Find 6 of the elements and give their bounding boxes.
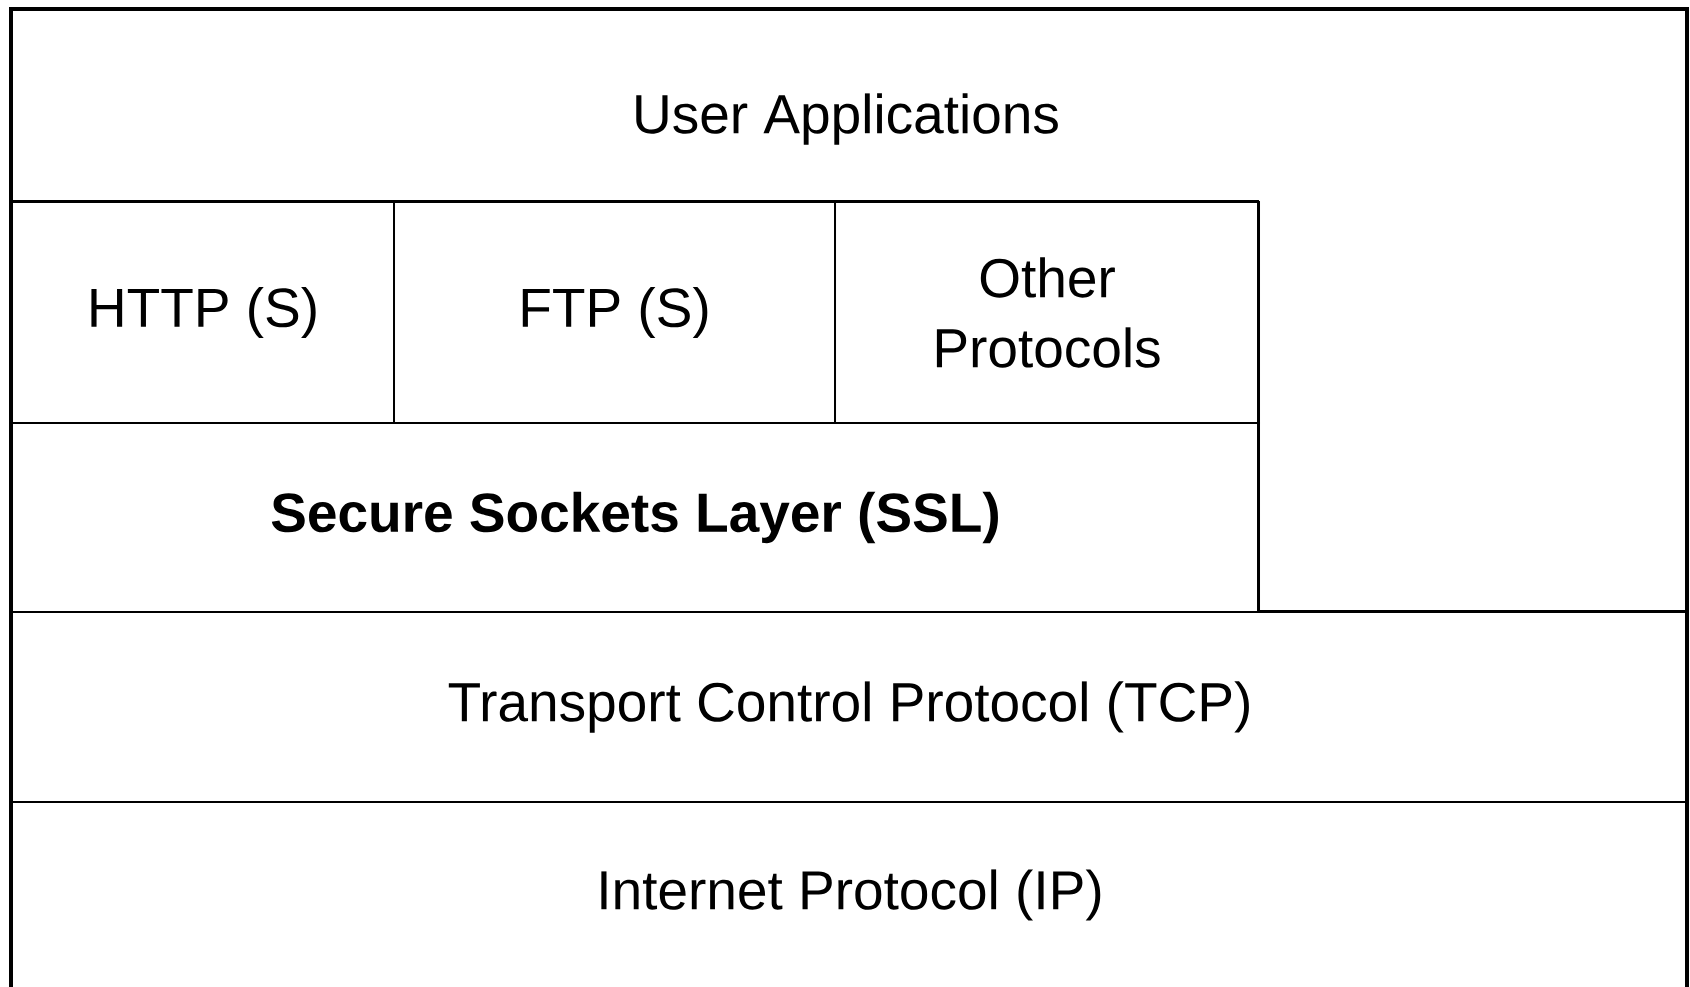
protocol-layer-box: Internet Protocol (IP) [11, 801, 1689, 987]
protocol-layer-box: HTTP (S) [11, 201, 395, 424]
protocol-layer-box: Secure Sockets Layer (SSL) [11, 422, 1260, 613]
protocol-layer-box: Transport Control Protocol (TCP) [11, 611, 1689, 803]
protocol-layer-box: Other Protocols [834, 201, 1260, 424]
protocol-layer-box: FTP (S) [393, 201, 836, 424]
